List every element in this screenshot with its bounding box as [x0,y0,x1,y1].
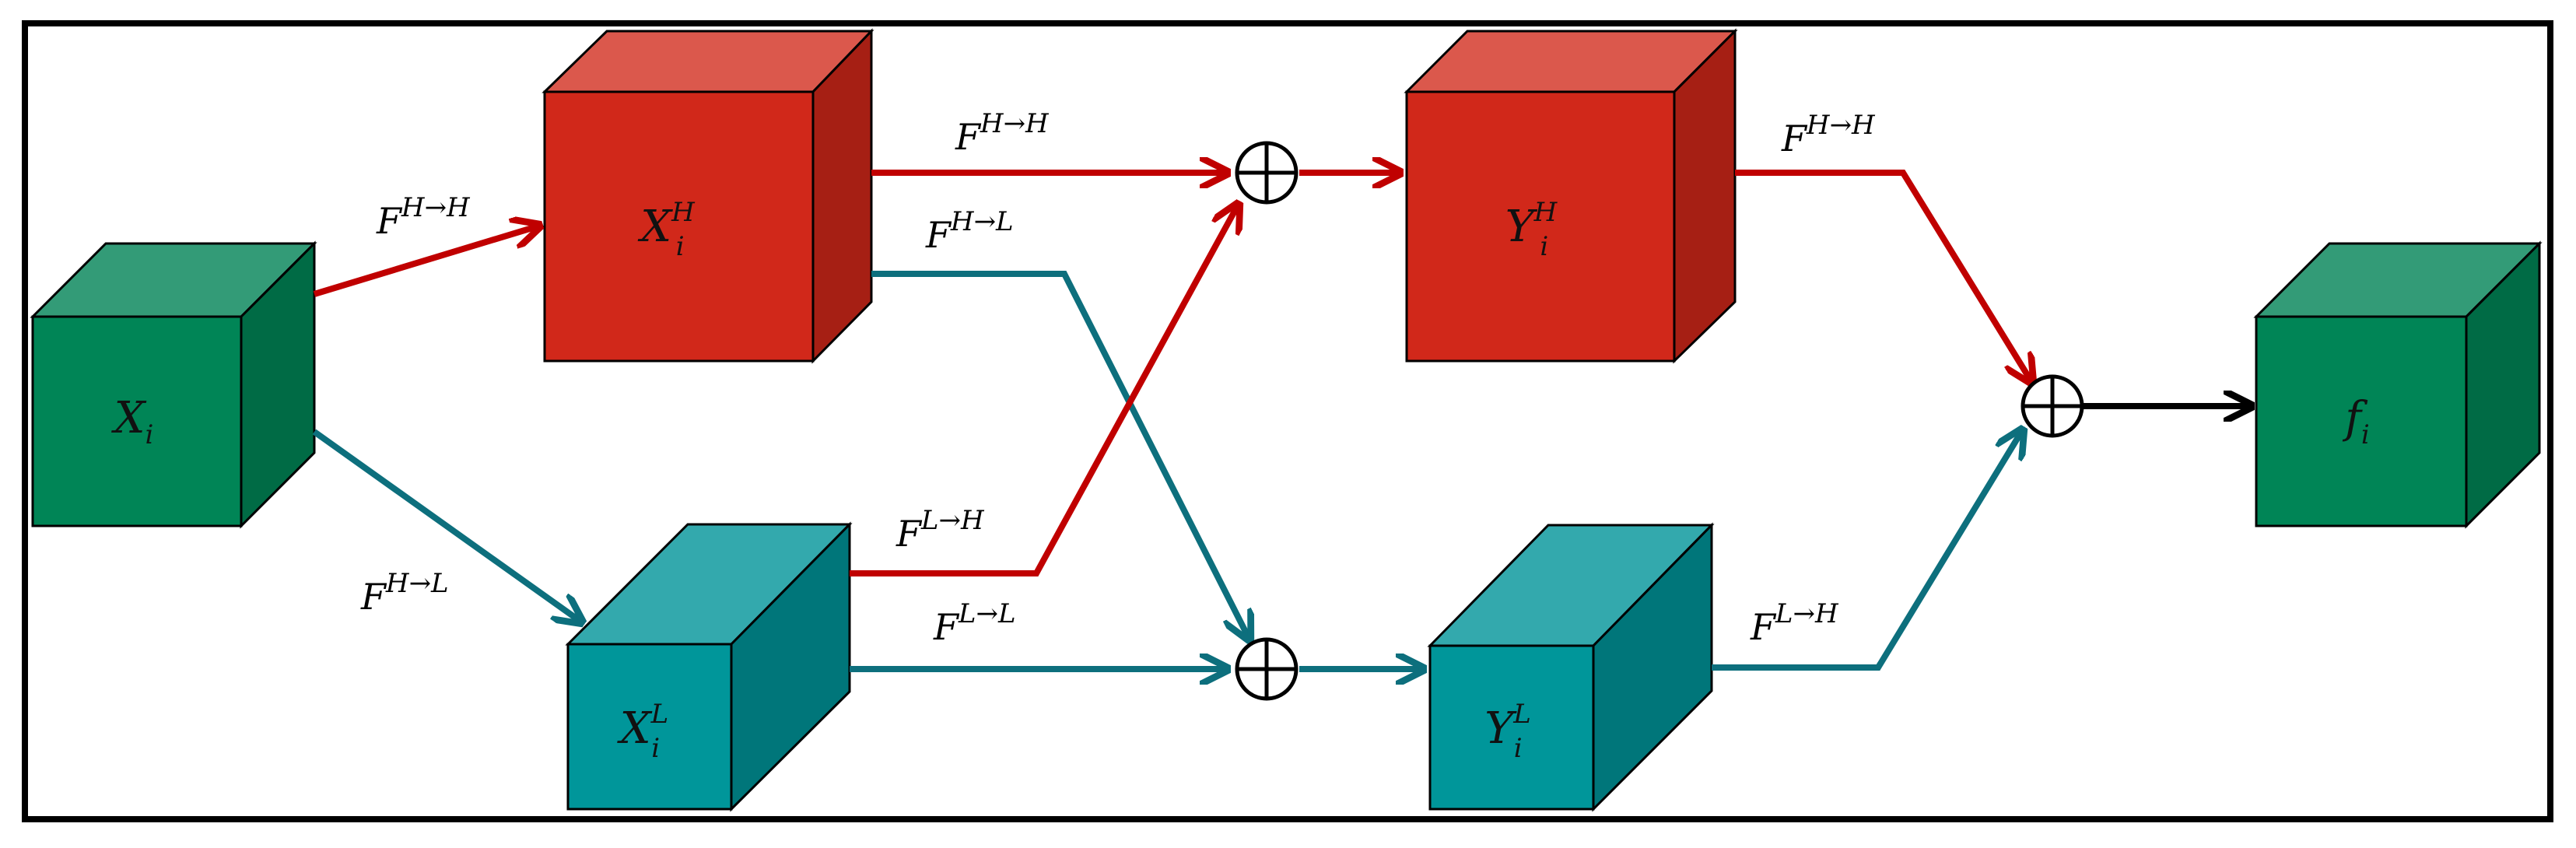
sum-final-icon [2020,374,2084,438]
edge-label-in-to-xh: FH→H [376,192,471,242]
edge-label-xh-to-yh: FH→H [955,108,1050,158]
cube-xl-front [566,643,733,811]
cube-xh-front [543,90,815,363]
edge-label-xh-to-yl: FH→L [925,206,1014,256]
edges [312,170,2252,671]
edge-label-yl-to-out: FL→H [1750,598,1839,648]
edge-label-yh-to-out: FH→H [1781,110,1876,159]
edge-yl-to-out-arrow [1712,429,2023,671]
sum-top-icon [1235,141,1299,205]
diagram-frame [22,20,2553,822]
edge-yh-to-out-arrow [1735,170,2032,383]
cube-output: fi [2253,240,2543,529]
edge-in-to-xl-arrow [312,429,582,622]
node-input-label: Xi [111,393,154,450]
cube-input-front [31,315,243,527]
sum-bottom-icon [1235,637,1299,701]
cube-yh-front [1405,90,1676,363]
cube-output-front [2255,315,2468,527]
cube-input: Xi [30,240,317,529]
edge-label-xl-to-yl: FL→L [933,598,1016,648]
edge-label-in-to-xl: FH→L [360,568,449,618]
edge-labels: FH→H FH→L FH→H FH→L FL→H FL→L FH→H FL→H [360,108,1876,648]
edge-label-xl-to-yh: FL→H [895,505,985,555]
edge-xh-to-yl-arrow [871,271,1249,640]
cube-yl-front [1428,644,1595,811]
edge-xl-to-yh-arrow [850,204,1239,576]
edge-in-to-xh-arrow [313,226,540,297]
